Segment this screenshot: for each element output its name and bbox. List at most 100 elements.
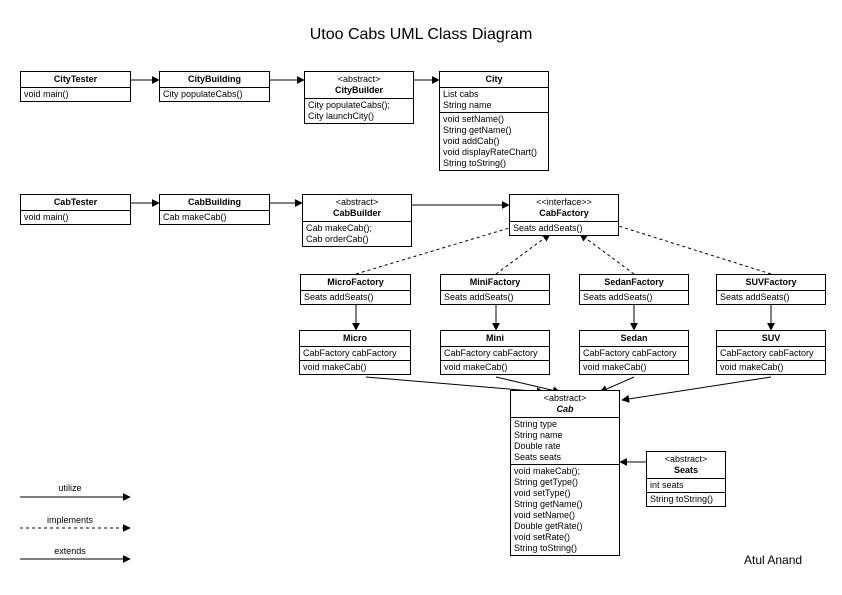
class-microfactory: MicroFactory Seats addSeats() xyxy=(300,274,411,305)
attribute: int seats xyxy=(650,480,684,490)
class-citybuilder: <abstract> CityBuilder City populateCabs… xyxy=(304,71,414,124)
class-citybuilding: CityBuilding City populateCabs() xyxy=(159,71,270,102)
methods-section: Seats addSeats() xyxy=(580,291,688,304)
class-name: CabFactory xyxy=(539,208,589,218)
methods-section: City populateCabs(); City launchCity() xyxy=(305,99,413,123)
method: void main() xyxy=(24,89,69,99)
class-name: MiniFactory xyxy=(469,277,521,287)
relation-implements-suvfactory-cabfactory xyxy=(608,221,772,275)
attribute: String name xyxy=(443,100,492,110)
class-mini: Mini CabFactory cabFactory void makeCab(… xyxy=(440,330,550,375)
class-name: Seats xyxy=(673,465,699,475)
class-name: CabBuilding xyxy=(188,197,241,207)
class-cabbuilder: <abstract> CabBuilder Cab makeCab(); Cab… xyxy=(302,194,412,247)
class-cabtester: CabTester void main() xyxy=(20,194,131,225)
legend-implements-label: implements xyxy=(46,515,93,525)
attribute: CabFactory cabFactory xyxy=(720,348,814,358)
methods-section: Cab makeCab() xyxy=(160,211,269,224)
method: void setType() xyxy=(514,488,571,498)
class-suvfactory: SUVFactory Seats addSeats() xyxy=(716,274,826,305)
method: String toString() xyxy=(650,494,714,504)
attribute: String name xyxy=(514,430,563,440)
class-name: SUVFactory xyxy=(745,277,797,287)
class-suv: SUV CabFactory cabFactory void makeCab() xyxy=(716,330,826,375)
class-name: CityBuilding xyxy=(188,74,241,84)
class-name: CabTester xyxy=(53,197,98,207)
method: void setRate() xyxy=(514,532,571,542)
methods-section: void main() xyxy=(21,211,130,224)
method: void addCab() xyxy=(443,136,500,146)
class-name: MicroFactory xyxy=(327,277,384,287)
methods-section: void makeCab(); String getType() void se… xyxy=(511,465,619,555)
relation-extends-micro-cab xyxy=(365,376,545,396)
method: Seats addSeats() xyxy=(583,292,653,302)
methods-section: void main() xyxy=(21,88,130,101)
method: Seats addSeats() xyxy=(513,223,583,233)
methods-section: void makeCab() xyxy=(580,361,688,374)
method: String getName() xyxy=(443,125,512,135)
class-name: CabBuilder xyxy=(332,208,381,218)
methods-section: void makeCab() xyxy=(300,361,410,374)
method: String getType() xyxy=(514,477,579,487)
stereotype: <abstract> xyxy=(337,74,381,84)
method: void main() xyxy=(24,212,69,222)
class-name: CityTester xyxy=(53,74,98,84)
attribute: List cabs xyxy=(443,89,479,99)
class-name: Cab xyxy=(556,404,574,414)
relation-extends-mini-cab xyxy=(495,376,561,395)
method: Double getRate() xyxy=(514,521,583,531)
method: Cab makeCab(); xyxy=(306,223,373,233)
author-credit: Atul Anand xyxy=(744,553,803,567)
stereotype: <abstract> xyxy=(664,454,708,464)
class-name: CityBuilder xyxy=(334,85,383,95)
attributes-section: String type String name Double rate Seat… xyxy=(511,418,619,465)
class-name: City xyxy=(485,74,503,84)
methods-section: void setName() String getName() void add… xyxy=(440,113,548,170)
class-citytester: CityTester void main() xyxy=(20,71,131,102)
methods-section: Cab makeCab(); Cab orderCab() xyxy=(303,222,411,246)
relation-implements-sedanfactory-cabfactory xyxy=(579,233,635,275)
legend-utilize-label: utilize xyxy=(58,483,82,493)
attribute: CabFactory cabFactory xyxy=(583,348,677,358)
method: Seats addSeats() xyxy=(720,292,790,302)
stereotype: <<interface>> xyxy=(536,197,592,207)
class-name: SedanFactory xyxy=(604,277,664,287)
class-sedanfactory: SedanFactory Seats addSeats() xyxy=(579,274,689,305)
method: City populateCabs() xyxy=(163,89,243,99)
methods-section: City populateCabs() xyxy=(160,88,269,101)
method: String toString() xyxy=(514,543,578,553)
method: void displayRateChart() xyxy=(443,147,538,157)
attributes-section: CabFactory cabFactory xyxy=(580,347,688,361)
stereotype: <abstract> xyxy=(543,393,587,403)
stereotype: <abstract> xyxy=(335,197,379,207)
method: Cab makeCab() xyxy=(163,212,227,222)
legend-extends-label: extends xyxy=(54,546,86,556)
class-cabfactory: <<interface>> CabFactory Seats addSeats(… xyxy=(509,194,619,236)
method: City launchCity() xyxy=(308,111,375,121)
class-name: Micro xyxy=(342,333,367,343)
relation-extends-suv-cab xyxy=(621,376,772,403)
method: City populateCabs(); xyxy=(308,100,391,110)
methods-section: void makeCab() xyxy=(441,361,549,374)
method: void makeCab() xyxy=(583,362,647,372)
methods-section: Seats addSeats() xyxy=(510,222,618,235)
class-seats: <abstract> Seats int seats String toStri… xyxy=(646,451,726,507)
diagram-title: Utoo Cabs UML Class Diagram xyxy=(309,26,533,43)
method: void makeCab() xyxy=(444,362,508,372)
class-name: Sedan xyxy=(620,333,648,343)
methods-section: Seats addSeats() xyxy=(301,291,410,304)
method: Seats addSeats() xyxy=(304,292,374,302)
class-cabbuilding: CabBuilding Cab makeCab() xyxy=(159,194,270,225)
methods-section: Seats addSeats() xyxy=(441,291,549,304)
methods-section: String toString() xyxy=(647,493,725,506)
attribute: String type xyxy=(514,419,558,429)
method: Cab orderCab() xyxy=(306,234,369,244)
method: void makeCab(); xyxy=(514,466,581,476)
attribute: CabFactory cabFactory xyxy=(303,348,397,358)
method: void setName() xyxy=(443,114,505,124)
class-name: Mini xyxy=(486,333,504,343)
methods-section: Seats addSeats() xyxy=(717,291,825,304)
method: void makeCab() xyxy=(720,362,784,372)
